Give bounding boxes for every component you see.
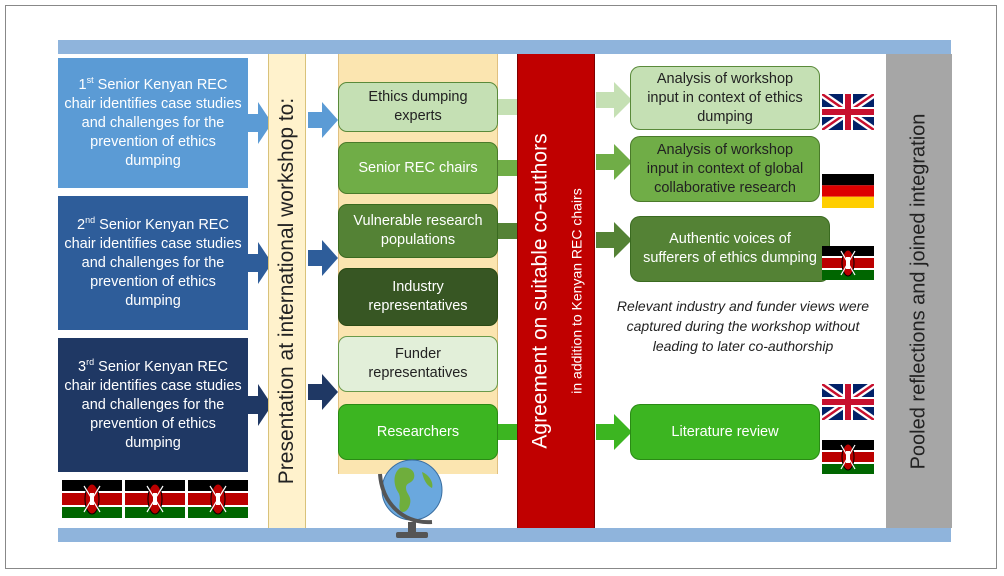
presentation-column: Presentation at international workshop t… — [268, 54, 306, 528]
group-label: Funder representatives — [368, 346, 468, 381]
kenyan-chair-box-1: 1st Senior Kenyan REC chair identifies c… — [58, 58, 248, 188]
uk-flag-icon — [822, 94, 874, 130]
arrow-chair-2-to-presentation — [248, 242, 272, 284]
agreement-title-wrap: Agreement on suitable co-authors — [518, 54, 564, 528]
group-senior-rec-chairs: Senior REC chairs — [338, 142, 498, 194]
kenyan-chair-box-3: 3rd Senior Kenyan REC chair identifies c… — [58, 338, 248, 472]
agreement-column: Agreement on suitable co-authors in addi… — [517, 54, 595, 528]
kenyan-chair-box-2: 2nd Senior Kenyan REC chair identifies c… — [58, 196, 248, 330]
arrow-chairs-to-agreement — [498, 160, 518, 176]
kenyan-chair-text-1: 1st Senior Kenyan REC chair identifies c… — [64, 74, 242, 169]
arrow-experts-to-agreement — [498, 99, 518, 115]
presentation-label: Presentation at international workshop t… — [275, 97, 298, 485]
group-label: Vulnerable research populations — [353, 213, 483, 248]
agreement-subtitle-wrap: in addition to Kenyan REC chairs — [562, 54, 592, 528]
output-ethics-dumping-analysis: Analysis of workshop input in context of… — [630, 66, 820, 130]
kenya-flag-icon — [822, 440, 874, 474]
germany-flag-icon — [822, 174, 874, 208]
group-label: Ethics dumping experts — [368, 89, 468, 124]
group-label: Industry representatives — [368, 279, 468, 314]
arrow-chair-3-to-presentation — [248, 384, 272, 426]
arrow-presentation-to-experts — [308, 102, 338, 138]
arrow-presentation-to-funders — [308, 374, 338, 410]
bottom-band — [58, 528, 951, 542]
pooled-label: Pooled reflections and joined integratio… — [907, 113, 930, 469]
group-researchers: Researchers — [338, 404, 498, 460]
output-label: Literature review — [671, 423, 779, 440]
arrow-presentation-to-populations — [308, 240, 338, 276]
arrow-to-output-3 — [596, 222, 632, 258]
arrow-populations-to-agreement — [498, 223, 518, 239]
arrow-chair-1-to-presentation — [248, 102, 272, 144]
group-vulnerable-populations: Vulnerable research populations — [338, 204, 498, 258]
kenya-flag-icon — [188, 480, 248, 518]
output-label: Analysis of workshop input in context of… — [647, 70, 803, 125]
agreement-title: Agreement on suitable co-authors — [529, 133, 552, 449]
output-label: Analysis of workshop input in context of… — [646, 141, 804, 196]
group-label: Researchers — [376, 423, 460, 440]
arrow-to-output-4 — [596, 414, 632, 450]
group-ethics-dumping-experts: Ethics dumping experts — [338, 82, 498, 132]
output-authentic-voices: Authentic voices of sufferers of ethics … — [630, 216, 830, 282]
arrow-to-output-1 — [596, 82, 632, 118]
arrow-to-output-2 — [596, 144, 632, 180]
industry-funder-note: Relevant industry and funder views were … — [616, 298, 870, 354]
agreement-subtitle: in addition to Kenyan REC chairs — [569, 188, 586, 394]
kenya-flag-icon — [62, 480, 122, 518]
pooled-reflections-column: Pooled reflections and joined integratio… — [886, 54, 952, 528]
top-band — [58, 40, 951, 54]
kenyan-chair-text-3: 3rd Senior Kenyan REC chair identifies c… — [64, 356, 242, 451]
kenya-flag-icon — [822, 246, 874, 280]
kenya-flag-icon — [125, 480, 185, 518]
output-literature-review: Literature review — [630, 404, 820, 460]
group-industry-representatives: Industry representatives — [338, 268, 498, 326]
arrow-researchers-to-agreement — [498, 424, 518, 440]
group-label: Senior REC chairs — [358, 159, 478, 176]
uk-flag-icon — [822, 384, 874, 420]
globe-icon — [378, 459, 443, 538]
kenyan-chair-text-2: 2nd Senior Kenyan REC chair identifies c… — [64, 214, 242, 309]
output-global-research-analysis: Analysis of workshop input in context of… — [630, 136, 820, 202]
figure-frame — [5, 5, 997, 569]
group-funder-representatives: Funder representatives — [338, 336, 498, 392]
output-label: Authentic voices of sufferers of ethics … — [643, 231, 817, 266]
